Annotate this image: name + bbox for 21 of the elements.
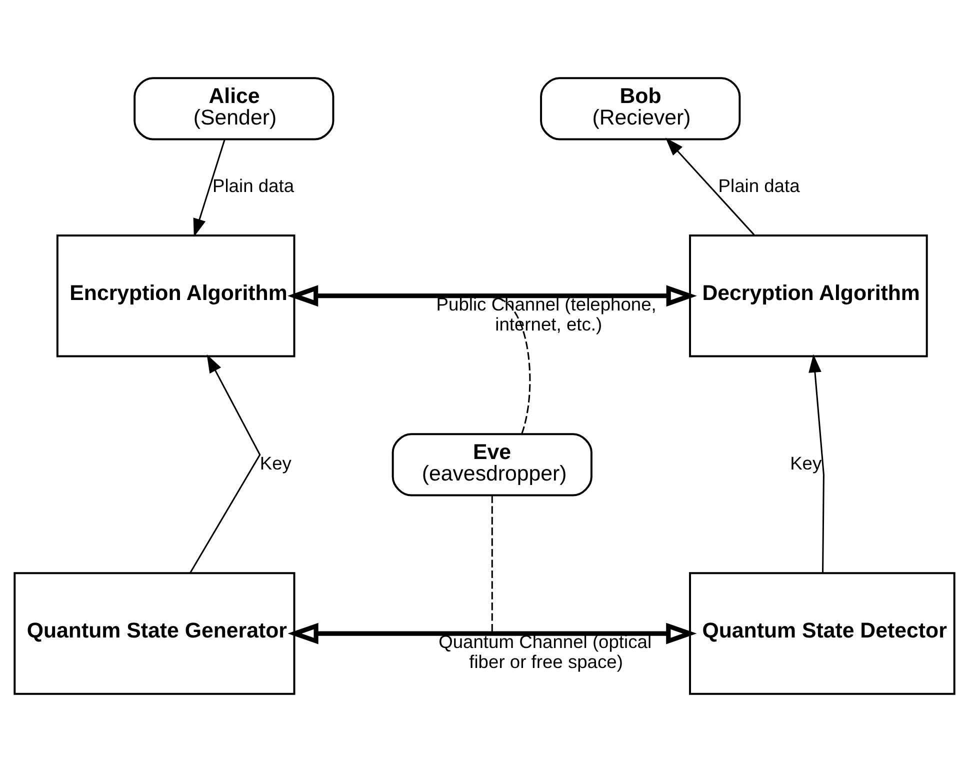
node-box: Decryption Algorithm	[689, 234, 928, 358]
node-box: Eve (eavesdropper)	[392, 433, 592, 496]
edge-label: Plain data	[718, 175, 800, 196]
node-box: Encryption Algorithm	[56, 234, 296, 358]
arrow	[288, 622, 697, 644]
edge-label: Key	[260, 452, 292, 474]
arrow	[193, 139, 226, 238]
node-box: Bob (Reciever)	[540, 77, 741, 140]
edge-label: Plain data	[212, 175, 294, 196]
connector	[491, 495, 493, 632]
edge-label: Key	[790, 452, 822, 474]
node-box: Quantum State Generator	[14, 572, 296, 695]
edge-label: Quantum Channel (optical fiber or free space)	[438, 631, 652, 672]
connector	[492, 296, 531, 434]
node-box: Alice (Sender)	[134, 77, 334, 140]
arrow	[665, 138, 755, 236]
edge-label: Public Channel (telephone, internet, etc.)	[436, 294, 656, 334]
node-box: Quantum State Detector	[689, 572, 956, 695]
arrow	[808, 354, 824, 574]
arrow	[288, 285, 697, 307]
arrow	[190, 354, 261, 574]
